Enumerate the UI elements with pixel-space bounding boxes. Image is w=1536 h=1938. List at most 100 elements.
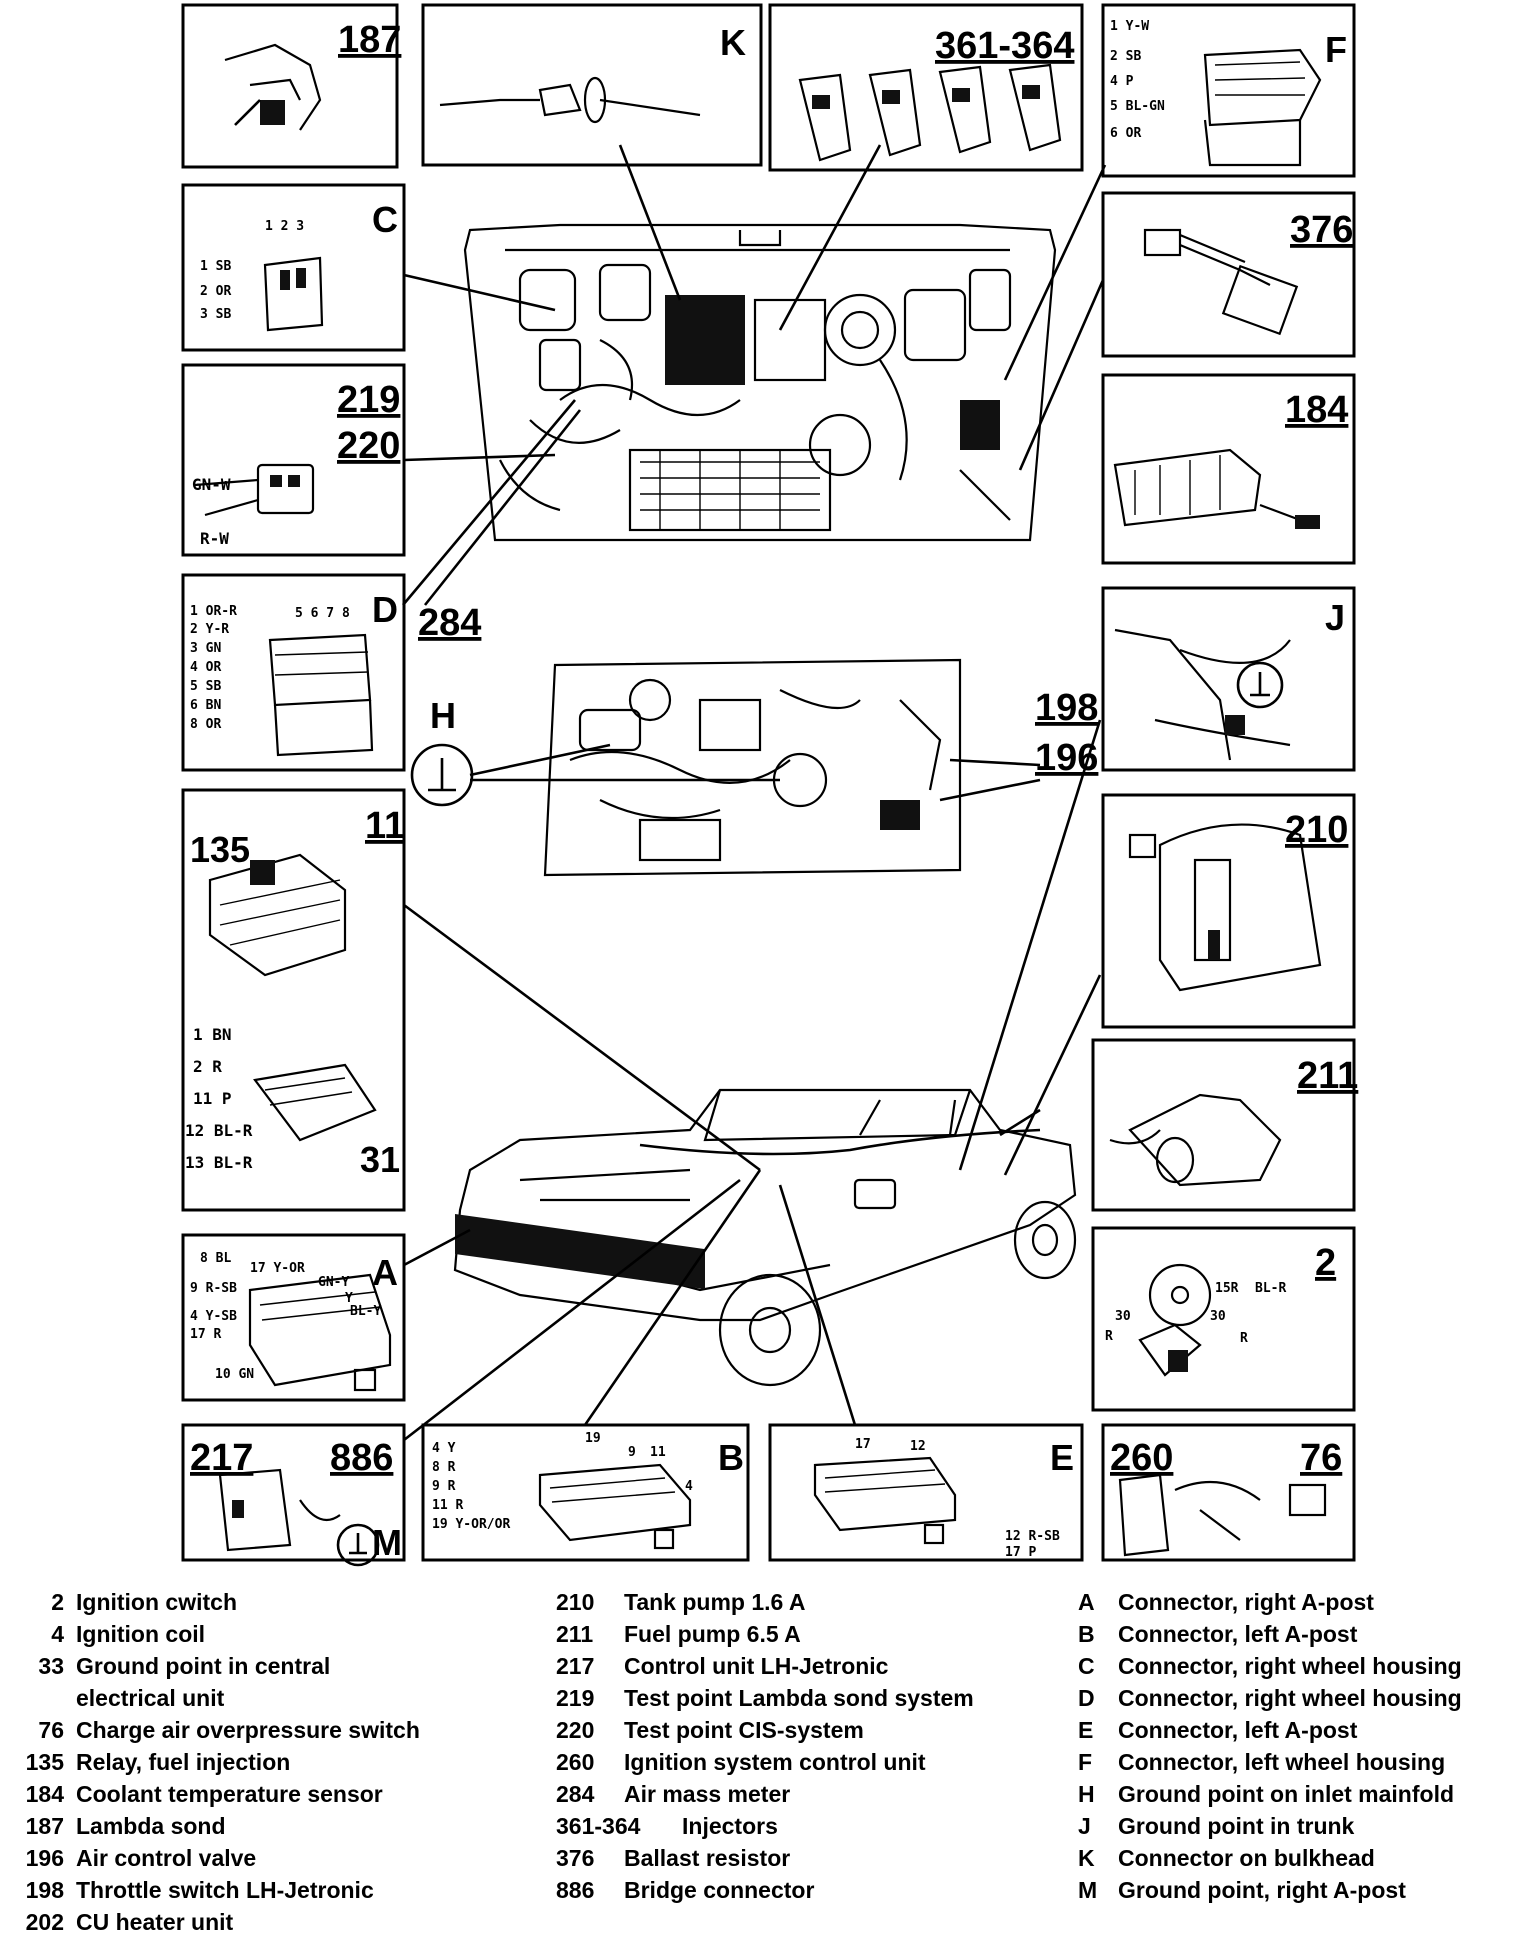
legend-code: 211 xyxy=(556,1621,594,1647)
box-K xyxy=(421,3,763,167)
legend-code: 202 xyxy=(25,1909,64,1935)
callout-260: 260 xyxy=(1110,1437,1173,1479)
legend-code: 196 xyxy=(25,1845,64,1871)
callout-210: 210 xyxy=(1285,809,1348,851)
svg-text:30: 30 xyxy=(1210,1309,1226,1324)
legend-code: J xyxy=(1078,1813,1091,1839)
legend-item: 211 Fuel pump 6.5 A xyxy=(556,1618,974,1650)
box-C xyxy=(181,183,406,352)
legend-text: Connector, right wheel housing xyxy=(1118,1653,1462,1679)
box-A xyxy=(181,1233,406,1402)
legend-text: Connector, left A-post xyxy=(1118,1717,1358,1743)
legend-item: 220 Test point CIS-system xyxy=(556,1714,974,1746)
svg-text:R: R xyxy=(1240,1331,1248,1346)
legend-text: Ignition cwitch xyxy=(76,1589,237,1615)
box-187 xyxy=(181,3,399,169)
svg-text:8 R: 8 R xyxy=(432,1460,456,1475)
legend-text: Relay, fuel injection xyxy=(76,1749,291,1775)
legend-text: Connector, left wheel housing xyxy=(1118,1749,1446,1775)
box-J xyxy=(1101,586,1356,772)
callout-76: 76 xyxy=(1300,1437,1342,1479)
legend-text: Ground point, right A-post xyxy=(1118,1877,1406,1903)
svg-text:12: 12 xyxy=(910,1439,926,1454)
svg-text:5 SB: 5 SB xyxy=(190,679,221,694)
wire-labels-A: 8 BL 17 Y-OR 9 R-SB 4 Y-SB 17 R 10 GN GN… xyxy=(190,1251,381,1382)
callout-A: A xyxy=(372,1252,398,1293)
svg-text:10 GN: 10 GN xyxy=(215,1367,254,1382)
svg-text:6 BN: 6 BN xyxy=(190,698,221,713)
legend-code: 4 xyxy=(51,1621,64,1647)
svg-text:BL-Y: BL-Y xyxy=(350,1304,381,1319)
callout-220: 220 xyxy=(337,425,400,467)
callout-2: 2 xyxy=(1315,1242,1336,1284)
legend-text: Lambda sond xyxy=(76,1813,226,1839)
callout-C: C xyxy=(372,199,398,240)
svg-text:6 OR: 6 OR xyxy=(1110,126,1141,141)
svg-text:2 R: 2 R xyxy=(193,1057,222,1076)
legend-item: 4 Ignition coil xyxy=(6,1618,420,1650)
wire-labels-E: 12 R-SB 17 P 17 12 xyxy=(855,1437,1060,1560)
svg-text:3 GN: 3 GN xyxy=(190,641,221,656)
legend-text: Throttle switch LH-Jetronic xyxy=(76,1877,374,1903)
legend-item: F Connector, left wheel housing xyxy=(1078,1746,1462,1778)
callout-187: 187 xyxy=(338,19,401,61)
svg-text:1 2 3: 1 2 3 xyxy=(265,219,304,234)
svg-text:9 R: 9 R xyxy=(432,1479,456,1494)
legend-text: Coolant temperature sensor xyxy=(76,1781,383,1807)
callout-211: 211 xyxy=(1297,1055,1358,1097)
svg-text:1 BN: 1 BN xyxy=(193,1025,232,1044)
legend-text: Connector, right wheel housing xyxy=(1118,1685,1462,1711)
callout-135: 135 xyxy=(190,829,250,870)
callout-217: 217 xyxy=(190,1437,253,1479)
svg-text:15R: 15R xyxy=(1215,1281,1239,1296)
box-2 xyxy=(1091,1226,1356,1412)
svg-text:R-W: R-W xyxy=(200,529,229,548)
svg-text:17 Y-OR: 17 Y-OR xyxy=(250,1261,305,1276)
legend-code: 76 xyxy=(38,1717,64,1743)
svg-text:4: 4 xyxy=(685,1479,693,1494)
legend-text: electrical unit xyxy=(76,1685,225,1711)
legend-code: 220 xyxy=(556,1717,595,1743)
legend-text: Control unit LH-Jetronic xyxy=(624,1653,889,1679)
box-F xyxy=(1101,3,1356,178)
legend-text: CU heater unit xyxy=(76,1909,234,1935)
ground-symbol-H xyxy=(410,743,474,807)
legend-text: Connector on bulkhead xyxy=(1118,1845,1375,1871)
legend-code: H xyxy=(1078,1781,1095,1807)
svg-text:17: 17 xyxy=(855,1437,871,1452)
svg-text:8 BL: 8 BL xyxy=(200,1251,231,1266)
legend-code: A xyxy=(1078,1589,1095,1615)
svg-text:17 P: 17 P xyxy=(1005,1545,1036,1560)
legend-code: 198 xyxy=(25,1877,64,1903)
legend-text: Test point CIS-system xyxy=(624,1717,864,1743)
legend-code: 217 xyxy=(556,1653,595,1679)
svg-text:5 BL-GN: 5 BL-GN xyxy=(1110,99,1165,114)
svg-text:17 R: 17 R xyxy=(190,1327,221,1342)
callout-E: E xyxy=(1050,1437,1074,1478)
mid-engine-illustration xyxy=(543,658,962,877)
wiring-diagram: .box { fill:none; stroke:#000; stroke-wi… xyxy=(181,3,1358,1567)
legend-text: Ground point in central xyxy=(76,1653,331,1679)
legend-text: Ignition coil xyxy=(76,1621,206,1647)
legend-item: 217 Control unit LH-Jetronic xyxy=(556,1650,974,1682)
legend-text: Fuel pump 6.5 A xyxy=(624,1621,801,1647)
legend-text: Connector, left A-post xyxy=(1118,1621,1358,1647)
wire-labels-D: 1 OR-R 2 Y-R 3 GN 4 OR 5 SB 6 BN 8 OR 5 … xyxy=(190,604,350,732)
wire-labels-B: 4 Y 8 R 9 R 11 R 19 Y-OR/OR 19 9 11 4 xyxy=(432,1431,693,1532)
legend-code: F xyxy=(1078,1749,1093,1775)
box-361-364 xyxy=(768,3,1084,172)
